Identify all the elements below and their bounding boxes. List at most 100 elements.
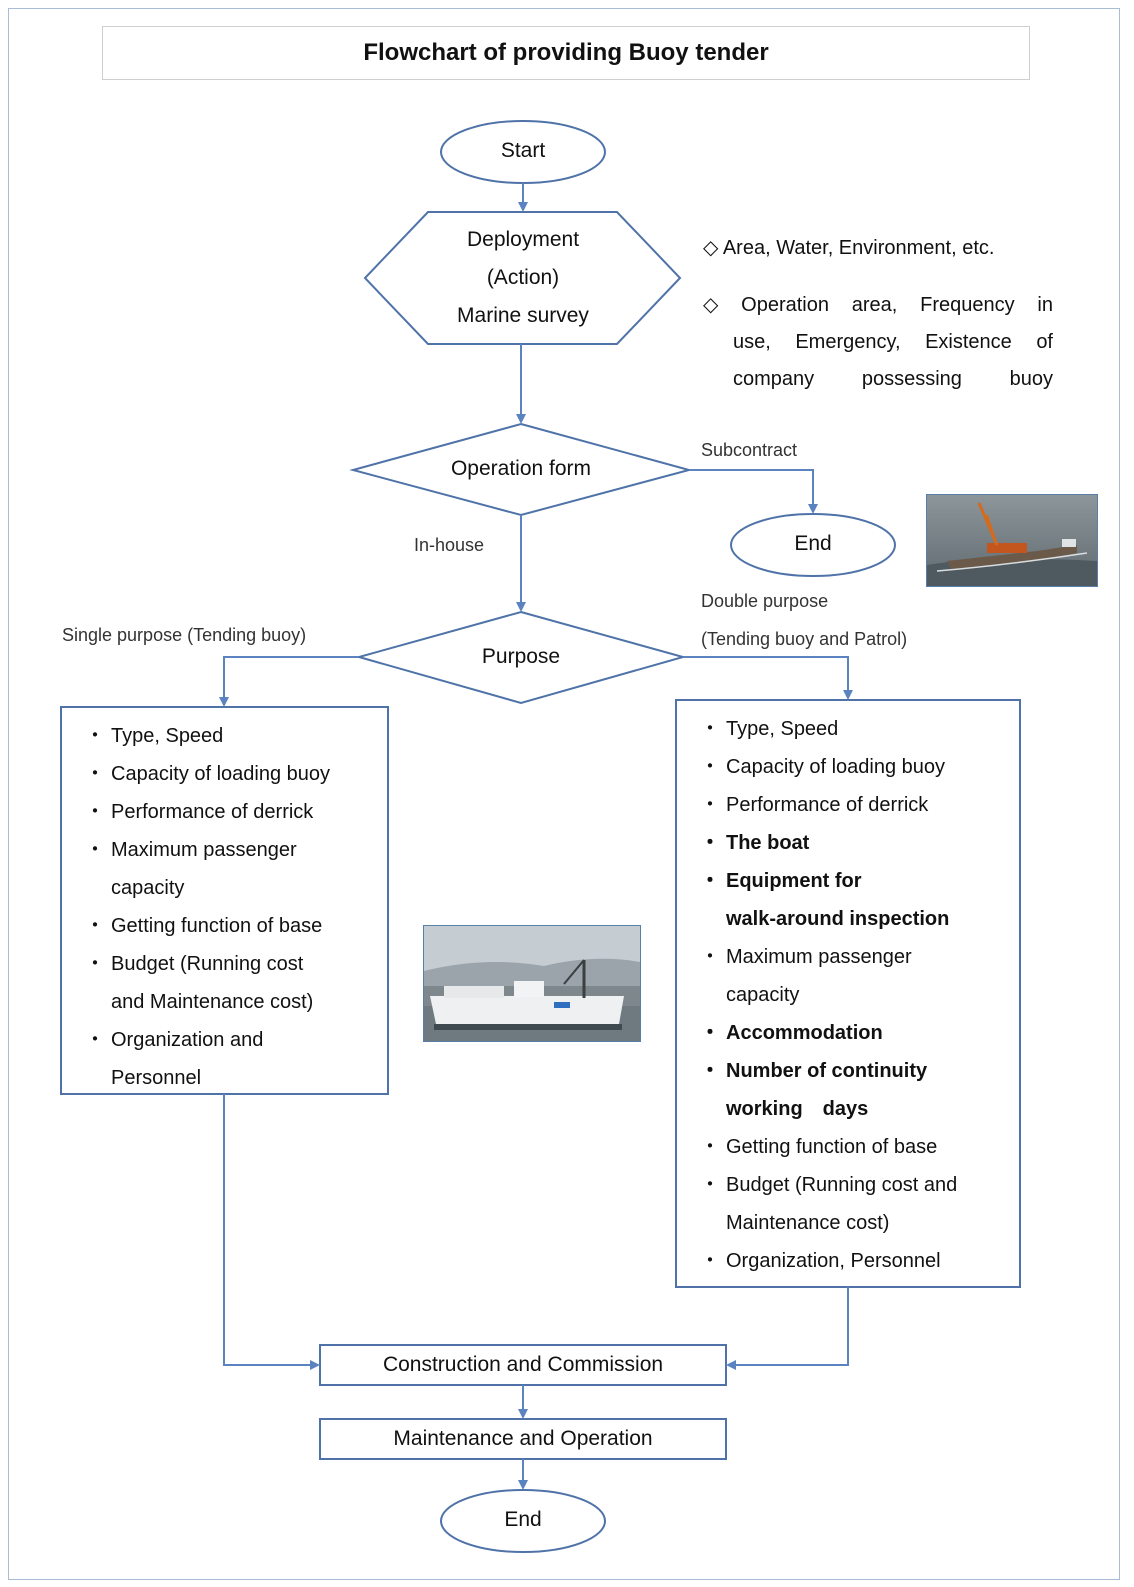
crane-barge-photo	[926, 494, 1098, 587]
subcontract-label: Subcontract	[701, 440, 798, 460]
double-purpose-item: ・ Number of continuity working days	[676, 1052, 1020, 1128]
double-purpose-item-text: Maintenance cost)	[726, 1212, 890, 1234]
double-purpose-item-text: Equipment for	[726, 870, 862, 892]
connector-single-construction	[223, 1094, 320, 1370]
deployment-label-line2: (Action)	[486, 266, 560, 289]
single-purpose-item: ・ Performance of derrick	[61, 793, 388, 831]
survey-note-1: ◇ Area, Water, Environment, etc.	[703, 230, 1053, 267]
double-purpose-item-text: Accommodation	[726, 1022, 883, 1044]
survey-note-2-line2: use, Emergency, Existence of	[733, 324, 1053, 361]
survey-note-1-text: Area, Water, Environment, etc.	[722, 237, 995, 259]
bullet-icon: ・	[700, 1060, 720, 1082]
double-purpose-item-text: walk-around inspection	[726, 908, 950, 930]
operation-form-label: Operation form	[450, 457, 592, 480]
in-house-label: In-house	[414, 535, 485, 555]
double-purpose-item-text: Performance of derrick	[726, 794, 929, 816]
bullet-icon: ・	[85, 725, 105, 747]
note-word: area,	[851, 294, 898, 316]
double-purpose-item-text: working days	[726, 1098, 869, 1120]
start-label: Start	[500, 139, 546, 162]
double-purpose-item-text: Organization, Personnel	[726, 1250, 941, 1272]
survey-note-2-line1: ◇ Operation area, Frequency in	[703, 287, 1053, 324]
bullet-icon: ・	[700, 756, 720, 778]
single-purpose-item-text: Organization and	[111, 1029, 264, 1051]
bullet-icon: ・	[700, 1022, 720, 1044]
bullet-icon: ・	[700, 946, 720, 968]
single-purpose-item-text: Getting function of base	[111, 915, 323, 937]
single-purpose-label: Single purpose (Tending buoy)	[62, 625, 307, 645]
construction-label: Construction and Commission	[382, 1353, 664, 1376]
double-purpose-item-text: Budget (Running cost and	[726, 1174, 958, 1196]
double-purpose-item-text: Maximum passenger	[726, 946, 912, 968]
survey-note-2-line3: company possessing buoy	[733, 361, 1053, 398]
double-purpose-item-text: Capacity of loading buoy	[726, 756, 946, 778]
single-purpose-item-text: capacity	[111, 877, 185, 899]
single-purpose-item-text: Budget (Running cost	[111, 953, 304, 975]
double-purpose-item-text: capacity	[726, 984, 800, 1006]
bullet-icon: ・	[85, 763, 105, 785]
end-final-label: End	[504, 1508, 542, 1531]
end-subcontract-terminator	[730, 513, 896, 577]
deployment-hexagon	[363, 211, 682, 345]
end-final-terminator	[440, 1489, 606, 1553]
page-title: Flowchart of providing Buoy tender	[102, 26, 1030, 80]
double-purpose-item: ・ The boat	[676, 824, 1020, 862]
double-purpose-label-line1: Double purpose	[701, 591, 829, 611]
double-purpose-item: ・Getting function of base	[676, 1128, 1020, 1166]
buoy-tender-photo	[423, 925, 641, 1042]
survey-notes: ◇ Area, Water, Environment, etc. ◇ Opera…	[703, 230, 1053, 398]
double-purpose-box	[675, 699, 1021, 1288]
note-word: Emergency,	[795, 331, 901, 353]
single-purpose-requirements: ・ Type, Speed ・ Capacity of loading buoy ・ Pe…	[61, 717, 388, 1097]
bullet-icon: ・	[700, 1136, 720, 1158]
single-purpose-item: ・ Getting function of base	[61, 907, 388, 945]
note-word: possessing	[861, 368, 962, 390]
bullet-icon: ・	[85, 915, 105, 937]
note-word: Frequency	[920, 294, 1015, 316]
single-purpose-item-text: Performance of derrick	[111, 801, 314, 823]
note-word: use,	[733, 331, 771, 353]
double-purpose-item: ・ Maximum passenger capacity	[676, 938, 1020, 1014]
double-purpose-item: ・Type, Speed	[676, 710, 1020, 748]
single-purpose-item: ・ Capacity of loading buoy	[61, 755, 388, 793]
double-purpose-item-text: The boat	[726, 832, 810, 854]
bullet-icon: ・	[85, 801, 105, 823]
deployment-label-line3: Marine survey	[457, 304, 589, 327]
connector-double-construction	[726, 1287, 849, 1370]
bullet-icon: ・	[700, 832, 720, 854]
diamond-icon: ◇	[703, 294, 719, 316]
single-purpose-item-text: Type, Speed	[111, 725, 224, 747]
purpose-label: Purpose	[481, 645, 561, 668]
end-subcontract-label: End	[794, 532, 832, 555]
bullet-icon: ・	[85, 839, 105, 861]
double-purpose-item-text: Number of continuity	[726, 1060, 928, 1082]
double-purpose-item: ・ Organization, Personnel	[676, 1242, 1020, 1280]
double-purpose-item-text: Type, Speed	[726, 718, 839, 740]
diamond-icon: ◇	[703, 237, 719, 259]
note-word: in	[1037, 294, 1053, 316]
note-word: of	[1036, 331, 1053, 353]
connector-operation-subcontract-end	[689, 469, 818, 514]
single-purpose-item: ・ Type, Speed	[61, 717, 388, 755]
single-purpose-item: ・ Budget (Running cost and Maintenance cos…	[61, 945, 388, 1021]
double-purpose-item: ・ Accommodation	[676, 1014, 1020, 1052]
double-purpose-item: ・ Capacity of loading buoy	[676, 748, 1020, 786]
deployment-label-line1: Deployment	[466, 228, 580, 251]
page-frame	[8, 8, 1120, 1580]
single-purpose-item-text: Capacity of loading buoy	[111, 763, 331, 785]
bullet-icon: ・	[700, 1250, 720, 1272]
note-word: buoy	[1009, 368, 1053, 390]
single-purpose-item-text: Maximum passenger	[111, 839, 297, 861]
maintenance-process	[319, 1418, 727, 1460]
note-word: company	[733, 368, 815, 390]
single-purpose-item-text: and Maintenance cost)	[111, 991, 314, 1013]
connector-purpose-double	[683, 656, 853, 700]
bullet-icon: ・	[85, 953, 105, 975]
purpose-decision	[355, 610, 687, 705]
note-word: Operation	[741, 294, 829, 316]
bullet-icon: ・	[85, 1029, 105, 1051]
note-word: Existence	[925, 331, 1012, 353]
